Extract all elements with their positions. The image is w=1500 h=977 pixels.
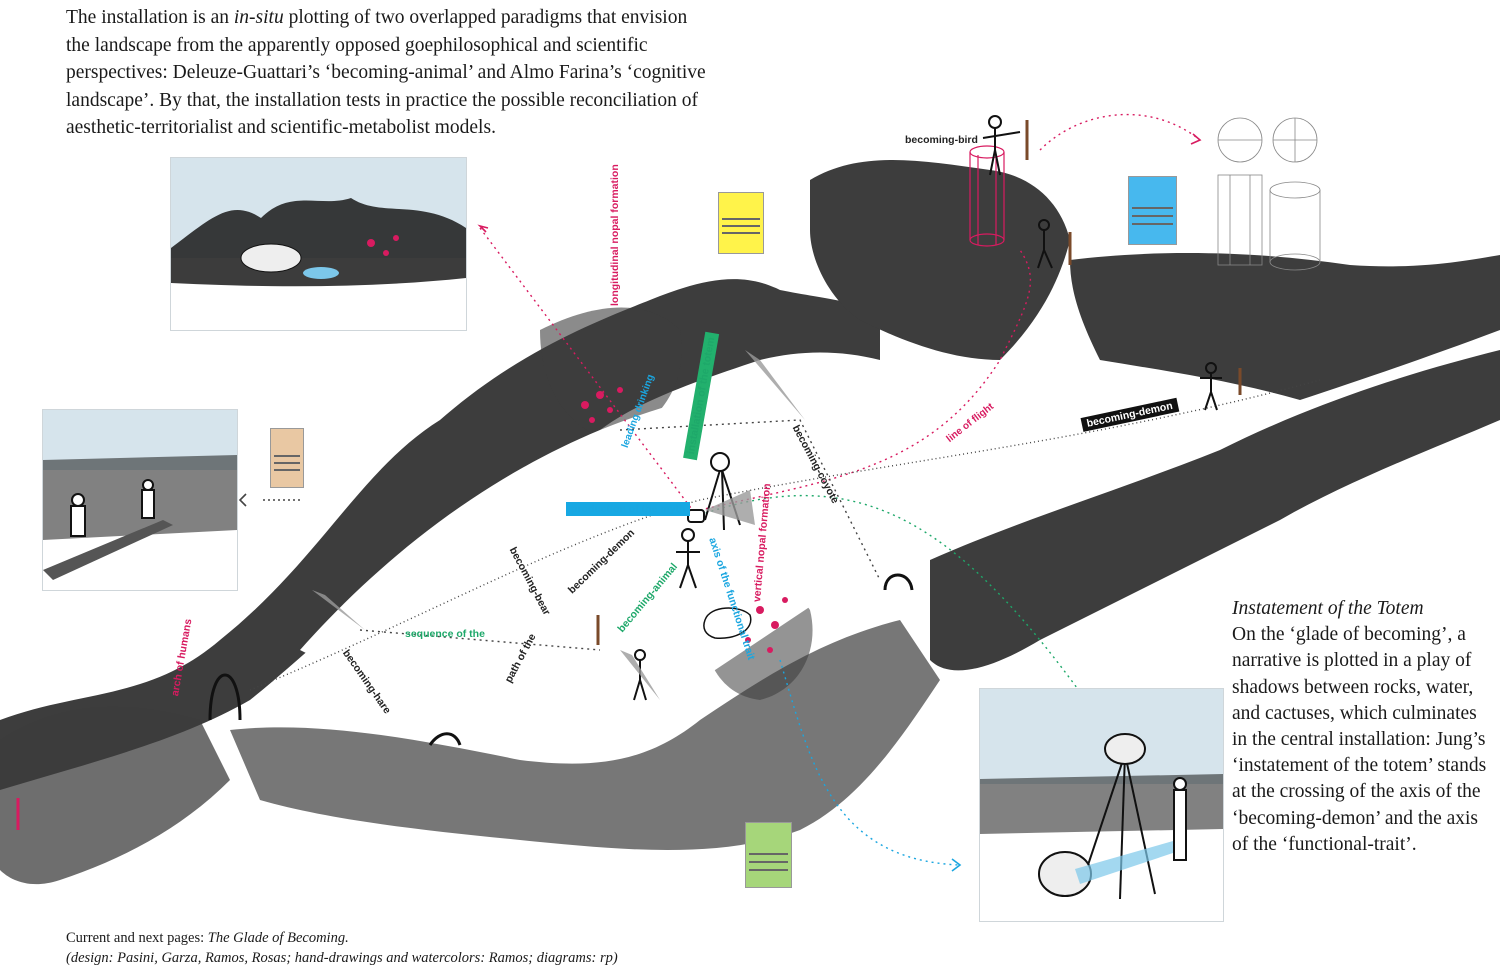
- label-sequence-of-the: sequence of the: [405, 628, 485, 640]
- panel-totem-installation: [979, 688, 1224, 922]
- sidebar-body: On the ‘glade of becoming’, a narrative …: [1232, 624, 1487, 855]
- field-card-hare: [270, 428, 304, 488]
- intro-emphasis: in-situ: [233, 7, 284, 28]
- caption-title: The Glade of Becoming.: [207, 930, 349, 946]
- panel-hare-observers: [42, 409, 238, 591]
- sidebar-title: Instatement of the Totem: [1232, 598, 1424, 619]
- panel-coyote-drinking: [170, 157, 467, 331]
- field-card-bird: [1128, 176, 1177, 245]
- label-becoming-bird: becoming-bird: [905, 134, 978, 146]
- field-card-fox: [745, 822, 792, 888]
- field-card-coyote: [718, 192, 764, 254]
- figure-caption: Current and next pages: The Glade of Bec…: [66, 930, 618, 966]
- sidebar-text: Instatement of the Totem On the ‘glade o…: [1232, 596, 1492, 858]
- label-longitudinal-nopal: longitudinal nopal formation: [609, 164, 621, 306]
- label-production-myth: production of the myth: [566, 502, 691, 516]
- intro-paragraph: The installation is an in-situ plotting …: [66, 7, 706, 138]
- caption-credits: (design: Pasini, Garza, Ramos, Rosas; ha…: [66, 950, 618, 966]
